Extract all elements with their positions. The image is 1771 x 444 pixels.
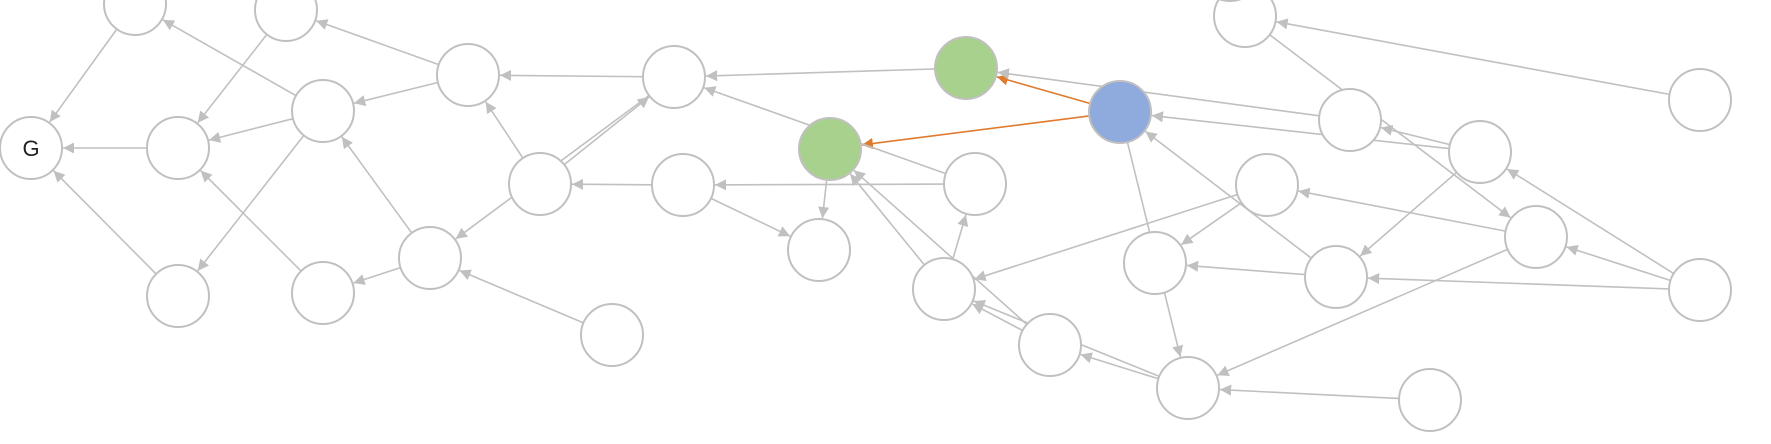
node-n12 <box>580 303 644 367</box>
node-n26 <box>1504 205 1568 269</box>
edge-n1-to-G <box>49 28 118 123</box>
edge-n9-to-n7 <box>499 69 644 82</box>
edge-n30-to-n23 <box>1219 384 1400 400</box>
edge-n28-to-n25 <box>1367 272 1670 290</box>
edge-n8-to-n6 <box>353 266 401 285</box>
node-n3 <box>146 116 210 180</box>
edge-n12-to-n8 <box>459 269 584 324</box>
edge-n28-to-n26 <box>1566 244 1671 282</box>
node-n11 <box>651 153 715 217</box>
node-n22 <box>1235 153 1299 217</box>
node-n20 <box>1318 88 1382 152</box>
node-G <box>0 116 63 180</box>
highlight-edge-n16-to-n14 <box>861 115 1090 150</box>
highlight-edge-n16-to-n15 <box>996 74 1091 105</box>
green-node-n15 <box>934 36 998 100</box>
edge-n27-to-n26 <box>1269 34 1511 219</box>
edge-n7-to-n2 <box>315 19 440 66</box>
node-n2 <box>254 0 318 42</box>
edge-n4-to-G <box>52 170 157 275</box>
node-n1 <box>103 0 167 36</box>
edge-n7-to-n5 <box>353 81 439 107</box>
node-n6 <box>291 261 355 325</box>
edge-n8-to-n5 <box>341 136 413 234</box>
edge-n23-to-n19 <box>1080 352 1159 380</box>
blue-node-n16 <box>1088 80 1152 144</box>
edge-n25-to-n16 <box>1144 130 1312 259</box>
node-n28 <box>1668 258 1732 322</box>
nodes-layer: G <box>0 0 1732 432</box>
edge-n18-to-n14 <box>849 173 926 266</box>
edge-n26-to-n23 <box>1217 248 1508 376</box>
node-n30 <box>1398 368 1462 432</box>
node-n10 <box>508 152 572 216</box>
node-n18 <box>912 257 976 321</box>
edge-n10-to-n7 <box>484 101 524 159</box>
edge-n22-to-n18 <box>974 193 1238 282</box>
node-label-G: G <box>22 136 39 161</box>
edge-n18-to-n17 <box>952 214 969 260</box>
edge-n24-to-n16 <box>1151 111 1450 150</box>
edge-n5-to-n4 <box>197 134 305 272</box>
edge-n22-to-n21 <box>1180 202 1243 246</box>
node-n31 <box>1218 0 1242 2</box>
edge-n28-to-n24 <box>1506 168 1675 275</box>
edges-layer <box>49 0 1675 400</box>
node-n5 <box>291 79 355 143</box>
edge-n11-to-n10 <box>571 178 653 190</box>
green-node-n14 <box>798 117 862 181</box>
edge-n20-to-n15 <box>997 68 1320 117</box>
node-n4 <box>146 264 210 328</box>
edge-n11-to-n13 <box>710 197 791 237</box>
edge-n19-to-n14 <box>853 169 1028 325</box>
node-n17 <box>943 152 1007 216</box>
node-n21 <box>1123 231 1187 295</box>
node-n9 <box>642 45 706 109</box>
node-n7 <box>436 43 500 107</box>
edge-n5-to-n3 <box>208 117 294 143</box>
edge-n2-to-n3 <box>197 33 268 124</box>
node-n19 <box>1018 313 1082 377</box>
node-n23 <box>1156 356 1220 420</box>
edge-n24-to-n25 <box>1359 171 1458 257</box>
node-n24 <box>1448 120 1512 184</box>
edge-n24-to-n20 <box>1380 124 1451 146</box>
node-n8 <box>398 226 462 290</box>
edge-n5-to-n1 <box>162 19 297 97</box>
node-n29 <box>1668 68 1732 132</box>
edge-n14-to-n13 <box>818 179 830 219</box>
edge-n25-to-n21 <box>1186 260 1306 276</box>
node-n25 <box>1304 245 1368 309</box>
edge-n26-to-n22 <box>1298 187 1506 232</box>
edge-n29-to-n27 <box>1276 18 1670 96</box>
edge-n10-to-n9 <box>563 96 650 166</box>
edge-n17-to-n11 <box>714 179 945 191</box>
edge-n6-to-n3 <box>200 170 302 272</box>
node-n13 <box>787 218 851 282</box>
node-n27 <box>1213 0 1277 48</box>
edge-n15-to-n9 <box>705 68 936 82</box>
